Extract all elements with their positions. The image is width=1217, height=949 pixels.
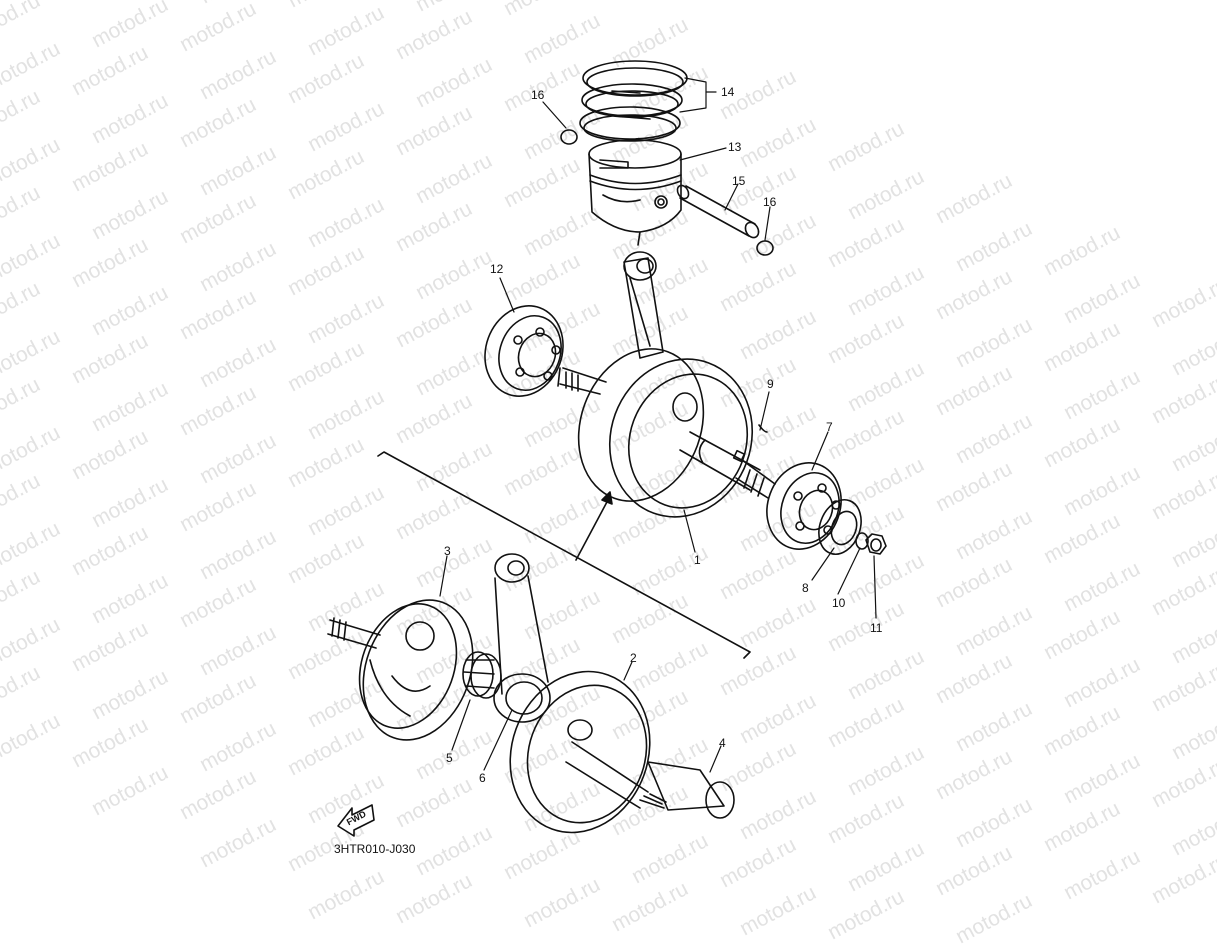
callout-12: 12: [490, 262, 504, 276]
callout-5: 5: [446, 751, 453, 765]
callout-7: 7: [826, 420, 833, 434]
callout-13: 13: [728, 140, 742, 154]
callout-14: 14: [721, 85, 735, 99]
callout-15: 15: [732, 174, 746, 188]
crank-left: [327, 599, 474, 741]
washer: [855, 532, 869, 550]
callout-10: 10: [832, 596, 846, 610]
exploded-bracket: [377, 451, 751, 659]
callout-16-left: 16: [531, 88, 545, 102]
callout-16-right: 16: [763, 195, 777, 209]
callout-1: 1: [694, 553, 701, 567]
woodruff-key: [758, 424, 768, 433]
callout-8: 8: [802, 581, 809, 595]
crank-right: [509, 670, 651, 834]
crank-pin: [565, 741, 735, 819]
callout-11: 11: [870, 621, 883, 635]
bearing-left: [484, 305, 564, 397]
callout-4: 4: [719, 736, 726, 750]
circlip-left: [560, 129, 578, 145]
crankshaft-assembly: [557, 251, 776, 518]
parts-drawing: [327, 60, 887, 837]
piston-rings: [579, 60, 688, 142]
callout-2: 2: [630, 651, 637, 665]
connecting-rod: [493, 553, 551, 723]
piston-pin: [676, 184, 760, 239]
nut: [865, 533, 887, 555]
piston: [588, 139, 682, 246]
leader-lines: [439, 77, 877, 773]
circlip-right: [756, 240, 774, 256]
diagram-code: 3HTR010-J030: [334, 842, 416, 856]
callout-6: 6: [479, 771, 486, 785]
callout-9: 9: [767, 377, 774, 391]
callout-3: 3: [444, 544, 451, 558]
fwd-arrow-icon: [337, 804, 375, 837]
